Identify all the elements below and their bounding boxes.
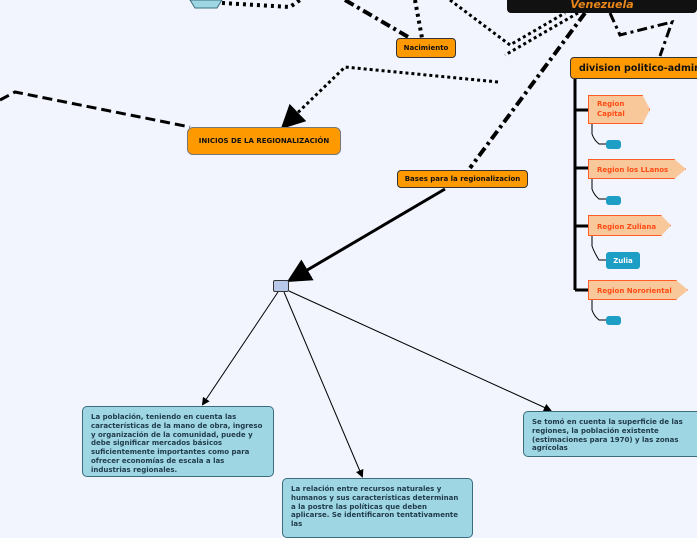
subtopic-nororiental[interactable] [606, 316, 621, 325]
connector [449, 0, 566, 47]
connector [286, 187, 446, 283]
region-zuliana[interactable]: Region Zuliana [588, 215, 671, 236]
topic-nacimiento[interactable]: Nacimiento [396, 38, 456, 58]
topic-bases[interactable]: Bases para la regionalizacion [397, 170, 528, 188]
subtopic-llanos[interactable] [606, 196, 621, 205]
note-recursos[interactable]: La relación entre recursos naturales y h… [282, 478, 473, 538]
note-superficie[interactable]: Se tomó en cuenta la superficie de las r… [523, 411, 697, 457]
region-capital[interactable]: Region Capital [588, 95, 650, 124]
connector [504, 11, 579, 57]
note-poblacion[interactable]: La población, teniendo en cuenta las car… [82, 406, 274, 477]
connector [0, 90, 191, 129]
region-nororiental[interactable]: Region Nororiental [588, 280, 688, 300]
connector [283, 291, 364, 478]
connector [280, 65, 499, 130]
hexagon-node [189, 0, 223, 9]
connector [288, 290, 552, 412]
connector [343, 0, 412, 40]
empty-node[interactable] [273, 280, 289, 292]
topic-division[interactable]: division politico-admini [570, 57, 697, 79]
connector [608, 12, 675, 57]
topic-inicios[interactable]: INICIOS DE LA REGIONALIZACIÓN [187, 127, 341, 155]
connector [413, 0, 424, 39]
connector [468, 11, 587, 170]
root-topic[interactable]: Venezuela [507, 0, 697, 13]
region-llanos[interactable]: Region los LLanos [588, 159, 686, 179]
connector-lines [0, 0, 675, 478]
subtopic-capital[interactable] [606, 140, 621, 149]
connector [221, 0, 302, 10]
subtopic-zulia[interactable]: Zulia [606, 252, 640, 269]
connector [201, 291, 279, 406]
